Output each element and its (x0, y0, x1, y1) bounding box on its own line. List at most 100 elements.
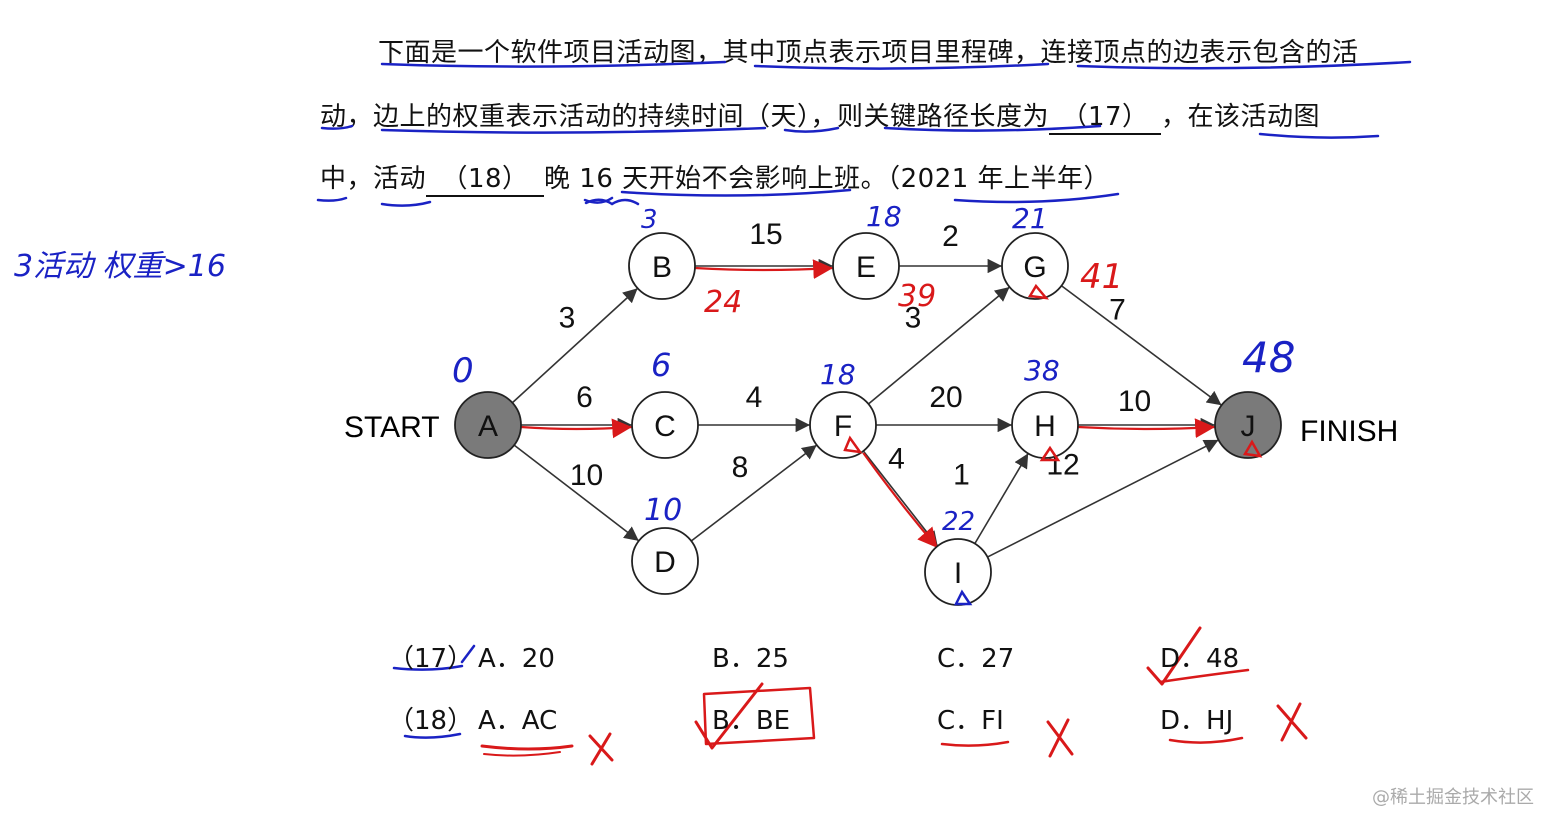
critical-mark-f-i (862, 452, 939, 549)
squiggle (584, 198, 640, 206)
node-e (832, 232, 900, 300)
node-label-c: C (654, 410, 676, 443)
question-text-3b: 晚 16 天开始不会影响上班。（2021 年上半年） (544, 164, 1111, 194)
earliest-E: 18 (866, 200, 902, 233)
earliest-F: 18 (820, 358, 856, 391)
latest-B: 24 (704, 285, 742, 320)
underline (620, 188, 852, 197)
node-a (454, 391, 522, 459)
box-mark (702, 686, 816, 746)
cross-mark (1276, 702, 1308, 742)
question-text-1: 下面是一个软件项目活动图，其中顶点表示项目里程碑，连接顶点的边表示包含的活 (378, 38, 1359, 68)
underline (380, 60, 727, 68)
question-text-2b: ，在该活动图 (1161, 102, 1321, 132)
delta-marks (584, 198, 1263, 606)
q17-option-a[interactable]: A．20 (478, 644, 555, 674)
edge-a-d (513, 444, 640, 542)
edge-d-f (690, 444, 818, 542)
edge-a-b (511, 287, 639, 404)
check-mark (694, 682, 764, 750)
q17-option-c[interactable]: C．27 (937, 644, 1015, 674)
edge-weight-a-d: 10 (570, 459, 603, 492)
node-d (631, 527, 699, 595)
blue-underlines (316, 60, 1412, 207)
blank-18: （18） (426, 158, 545, 197)
node-b (628, 232, 696, 300)
underline (380, 200, 432, 207)
critical-mark-a-c (520, 418, 633, 439)
node-label-a: A (478, 410, 498, 443)
start-label: START (344, 411, 440, 444)
edge-weight-f-h: 20 (929, 381, 962, 414)
latest-G: 41 (1080, 257, 1123, 297)
edge-weight-a-b: 3 (559, 302, 576, 335)
underline (783, 126, 840, 133)
delta-mark (1039, 445, 1061, 462)
underline (1168, 736, 1244, 744)
cross-mark (588, 732, 614, 766)
underline (392, 664, 464, 671)
q18-number: （18） (388, 706, 474, 736)
edge-f-g (867, 286, 1011, 405)
edge-weight-i-h: 1 (953, 459, 970, 492)
edge-g-j (1060, 285, 1223, 406)
earliest-J: 48 (1242, 333, 1295, 382)
question-line-1: 下面是一个软件项目活动图，其中顶点表示项目里程碑，连接顶点的边表示包含的活 (378, 32, 1359, 69)
underline (583, 196, 614, 204)
node-label-b: B (652, 251, 672, 284)
underline (1258, 132, 1380, 139)
earliest-B: 3 (641, 205, 658, 235)
underline (483, 751, 561, 757)
underline (316, 196, 348, 202)
q18-option-a[interactable]: A．AC (478, 706, 558, 736)
edge-weight-c-f: 4 (746, 381, 763, 414)
edge-weight-f-g: 3 (905, 302, 922, 335)
underline (1076, 60, 1412, 70)
question-text-2a: 动，边上的权重表示活动的持续时间（天），则关键路径长度为 (320, 102, 1050, 132)
underline (953, 192, 1120, 204)
underline (940, 740, 1010, 747)
cross-mark (1046, 718, 1074, 758)
check-mark (1146, 626, 1202, 686)
edge-weight-a-c: 6 (576, 381, 593, 414)
edge-i-j (987, 439, 1219, 558)
q17-option-b[interactable]: B．25 (712, 644, 789, 674)
option-marks (392, 626, 1308, 766)
node-label-e: E (856, 251, 876, 284)
delta-mark (953, 589, 973, 606)
q18-option-c[interactable]: C．FI (937, 706, 1004, 736)
underline (320, 124, 354, 130)
node-j (1214, 391, 1282, 459)
edge-weight-d-f: 8 (732, 451, 749, 484)
node-label-f: F (834, 410, 852, 443)
underline (480, 744, 574, 751)
node-label-j: J (1241, 410, 1256, 443)
q17-number: （17） (388, 644, 474, 674)
earliest-C: 6 (651, 346, 671, 384)
edge-weight-h-j: 10 (1118, 385, 1151, 418)
q18-option-b[interactable]: B．BE (712, 706, 791, 736)
underline (883, 124, 1102, 132)
question-text-3a: 中，活动 (320, 164, 427, 194)
critical-path-marks (520, 259, 1216, 549)
q18-option-d[interactable]: D．HJ (1160, 706, 1234, 736)
node-label-d: D (654, 546, 676, 579)
latest-E: 39 (898, 279, 936, 314)
margin-note: 3活动 权重>16 (14, 249, 226, 284)
node-f (809, 391, 877, 459)
earliest-I: 22 (942, 507, 975, 537)
edge-weight-g-j: 7 (1109, 294, 1126, 327)
delta-mark (843, 435, 863, 454)
edge-weight-e-g: 2 (942, 220, 959, 253)
edge-weight-b-e: 15 (749, 218, 782, 251)
question-line-2: 动，边上的权重表示活动的持续时间（天），则关键路径长度为（17），在该活动图 (320, 96, 1320, 135)
q17-option-d[interactable]: D．48 (1160, 644, 1240, 674)
question-line-3: 中，活动（18）晚 16 天开始不会影响上班。（2021 年上半年） (320, 158, 1110, 197)
node-label-i: I (954, 557, 962, 590)
delta-mark (1242, 439, 1263, 458)
underline (403, 732, 462, 739)
underline (753, 62, 1050, 70)
earliest-times: 0 3 6 10 18 18 21 38 22 48 (452, 200, 1295, 537)
